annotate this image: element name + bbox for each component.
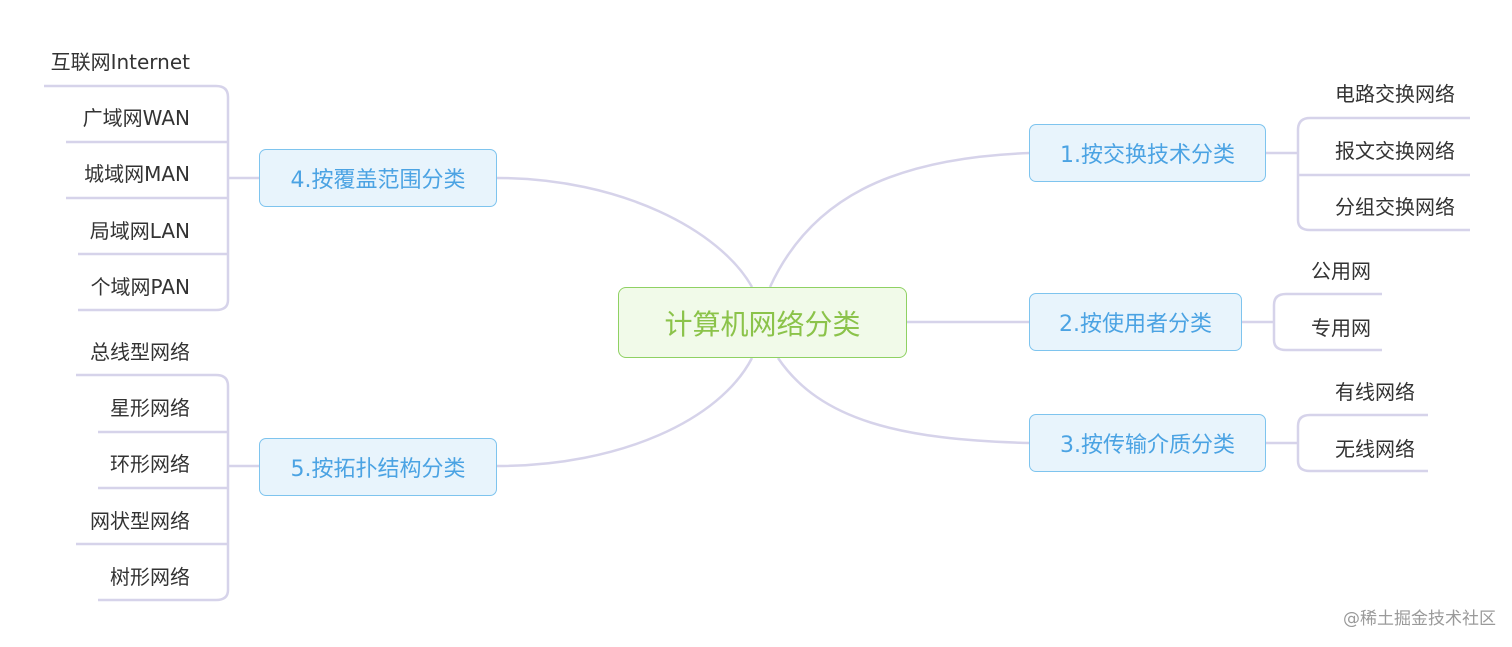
edge-b2 [1242,292,1382,352]
leaf-node[interactable]: 广域网WAN [82,106,190,130]
leaf-node[interactable]: 局域网LAN [89,219,190,243]
edge-b4 [44,84,259,312]
edge-root-b3 [776,357,1031,445]
leaf-node[interactable]: 总线型网络 [90,340,190,364]
branch-label: 2.按使用者分类 [1059,312,1212,337]
edge-b5 [76,373,259,602]
leaf-node[interactable]: 分组交换网络 [1335,195,1455,219]
branch-node-2[interactable]: 2.按使用者分类 [1029,293,1242,351]
leaf-node[interactable]: 互联网Internet [50,50,190,74]
edge-b3 [1266,413,1428,473]
branch-label: 3.按传输介质分类 [1060,433,1235,458]
edge-root-b4 [496,176,754,288]
leaf-node[interactable]: 有线网络 [1335,380,1415,404]
leaf-node[interactable]: 星形网络 [110,396,190,420]
root-node[interactable]: 计算机网络分类 [618,287,907,358]
branch-label: 1.按交换技术分类 [1060,143,1235,168]
leaf-node[interactable]: 公用网 [1311,259,1371,283]
leaf-node[interactable]: 个域网PAN [90,275,190,299]
branch-node-3[interactable]: 3.按传输介质分类 [1029,414,1266,472]
leaf-node[interactable]: 专用网 [1311,316,1371,340]
branch-label: 4.按覆盖范围分类 [290,168,466,193]
branch-node-5[interactable]: 5.按拓扑结构分类 [259,438,497,496]
leaf-node[interactable]: 城域网MAN [84,162,190,186]
branch-node-4[interactable]: 4.按覆盖范围分类 [259,149,497,207]
watermark: @稀土掘金技术社区 [1343,609,1496,629]
leaf-node[interactable]: 环形网络 [110,452,190,476]
edge-root-b5 [496,357,754,468]
root-label: 计算机网络分类 [664,307,861,341]
leaf-node[interactable]: 网状型网络 [90,509,190,533]
leaf-node[interactable]: 树形网络 [110,565,190,589]
edge-b1 [1266,116,1470,232]
edge-root-b1 [768,151,1031,288]
leaf-node[interactable]: 电路交换网络 [1335,82,1455,106]
leaf-node[interactable]: 报文交换网络 [1335,139,1455,163]
branch-node-1[interactable]: 1.按交换技术分类 [1029,124,1266,182]
leaf-node[interactable]: 无线网络 [1335,437,1415,461]
branch-label: 5.按拓扑结构分类 [290,457,466,482]
